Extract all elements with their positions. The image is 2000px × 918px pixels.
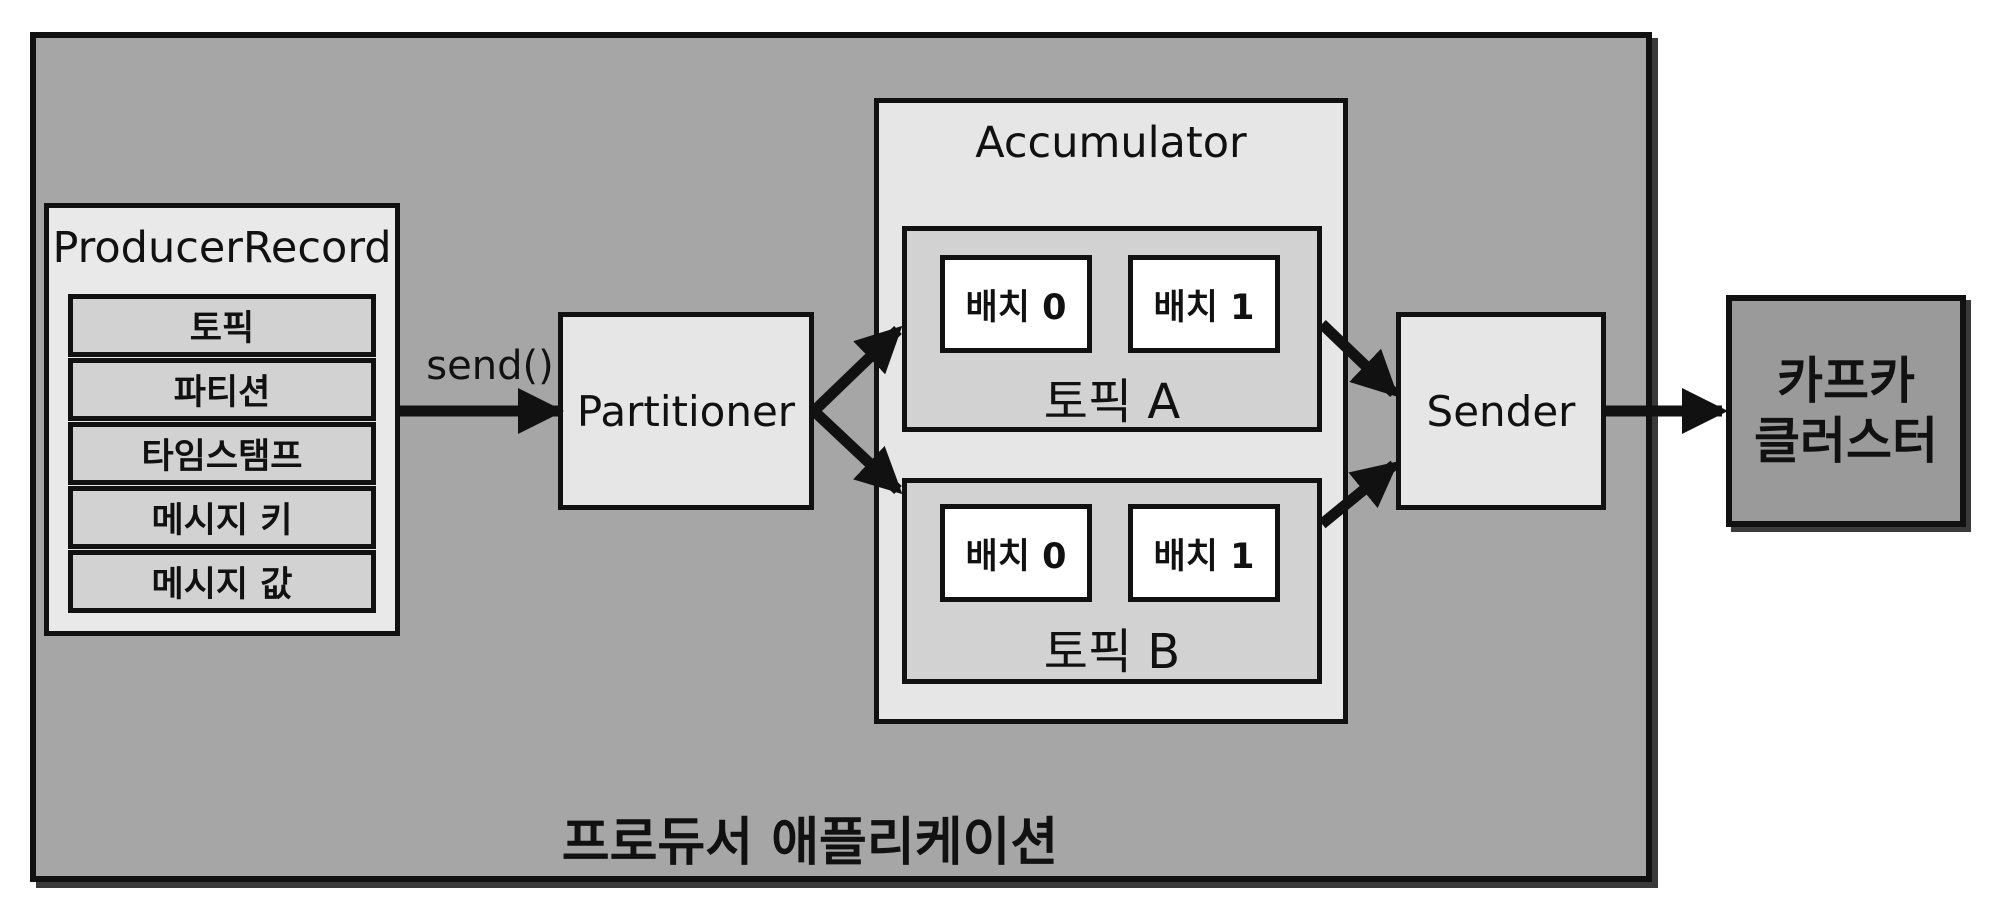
producer-record-field-partition: 파티션 xyxy=(68,358,376,421)
partitioner-label: Partitioner xyxy=(576,386,796,436)
producer-record-field-timestamp: 타임스탬프 xyxy=(68,422,376,485)
partitioner-box: Partitioner xyxy=(558,312,814,510)
arrow-partitioner-to-topic-a xyxy=(810,325,903,415)
sender-box: Sender xyxy=(1396,312,1606,510)
arrow-topic-a-to-sender xyxy=(1318,320,1399,398)
topic-a-batch-1: 배치 1 xyxy=(1128,255,1280,353)
topic-b-label: 토픽 B xyxy=(1043,624,1181,680)
topic-a-label: 토픽 A xyxy=(1043,374,1181,430)
topic-b-batch-0: 배치 0 xyxy=(940,504,1092,602)
arrow-partitioner-to-topic-b xyxy=(810,406,903,495)
producer-record-title: ProducerRecord xyxy=(52,223,392,273)
arrow-topic-b-to-sender xyxy=(1318,460,1399,529)
topic-b-batch-1: 배치 1 xyxy=(1128,504,1280,602)
producer-record-field-value: 메시지 값 xyxy=(68,550,376,613)
send-call-label: send() xyxy=(426,343,554,389)
producer-record-field-topic: 토픽 xyxy=(68,294,376,357)
kafka-cluster-box: 카프카 클러스터 xyxy=(1726,295,1966,527)
producer-record-field-key: 메시지 키 xyxy=(68,486,376,549)
sender-label: Sender xyxy=(1426,386,1576,436)
kafka-cluster-label-line2: 클러스터 xyxy=(1754,412,1938,470)
topic-a-batch-0: 배치 0 xyxy=(940,255,1092,353)
producer-application-label: 프로듀서 애플리케이션 xyxy=(561,813,1059,873)
accumulator-title: Accumulator xyxy=(975,118,1247,168)
kafka-cluster-label-line1: 카프카 xyxy=(1777,352,1915,410)
